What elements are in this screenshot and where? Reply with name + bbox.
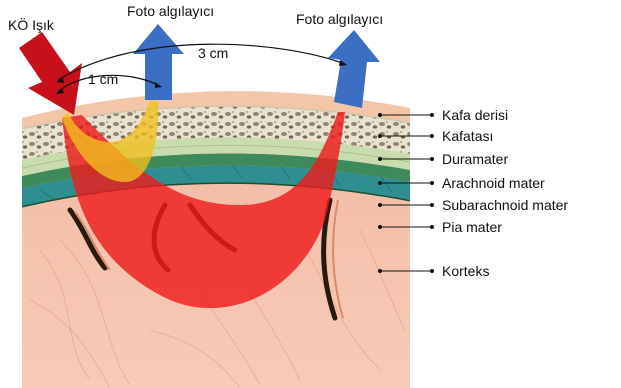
detector-1-label: Foto algılayıcı xyxy=(127,3,214,19)
light-source-icon xyxy=(19,32,82,115)
detector-1-icon xyxy=(133,24,184,100)
anatomy xyxy=(22,60,410,388)
source-label: KÖ Işık xyxy=(8,16,55,33)
layer-label-skull: Kafatası xyxy=(442,128,493,144)
layer-label-scalp: Kafa derisi xyxy=(442,107,508,123)
layer-label-pia: Pia mater xyxy=(442,219,502,235)
detector-2-icon xyxy=(328,30,380,108)
layer-label-cortex: Korteks xyxy=(442,263,489,279)
distance-far-label: 3 cm xyxy=(198,45,228,61)
layer-label-arachnoid: Arachnoid mater xyxy=(442,175,545,191)
layer-label-dura: Duramater xyxy=(442,151,508,167)
distance-near-label: 1 cm xyxy=(88,71,118,87)
layer-label-subarachnoid: Subarachnoid mater xyxy=(442,197,568,213)
detector-2-label: Foto algılayıcı xyxy=(296,11,383,27)
